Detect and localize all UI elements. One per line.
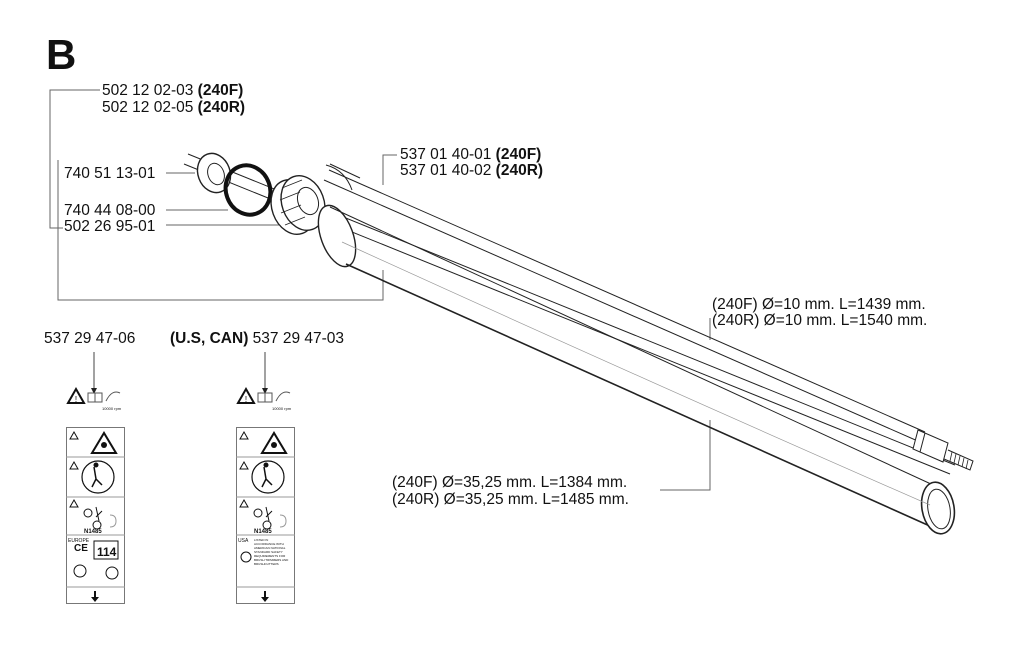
tube-dims-240f: (240F) Ø=35,25 mm. L=1384 mm. bbox=[392, 474, 628, 491]
decal-region: EUROPE bbox=[68, 538, 90, 544]
rpm-text: 10000 rpm bbox=[102, 406, 122, 411]
section-letter: B bbox=[46, 31, 77, 78]
part-number: 502 12 02-03 bbox=[102, 82, 194, 99]
part-number: 537 01 40-01 bbox=[400, 146, 492, 163]
housing-part bbox=[270, 175, 326, 235]
svg-text:!: ! bbox=[75, 395, 77, 404]
shaft-tube bbox=[317, 204, 956, 535]
shaft-dims-240f: (240F) Ø=10 mm. L=1439 mm. bbox=[712, 296, 926, 313]
svg-text:114: 114 bbox=[97, 545, 117, 559]
variant-code: (240R) bbox=[197, 99, 246, 116]
label-bushing-240f: 502 12 02-03 (240F) bbox=[102, 82, 243, 100]
decal-code: N1485 bbox=[254, 529, 272, 535]
rpm-text: 10000 rpm bbox=[272, 406, 292, 411]
leader-tube-dims bbox=[660, 420, 711, 491]
region-code: (U.S, CAN) bbox=[170, 330, 249, 347]
label-bushing-240r: 502 12 02-05 (240R) bbox=[102, 99, 245, 117]
leader-shaft bbox=[382, 154, 397, 185]
decal-body: CE 114 bbox=[66, 427, 125, 604]
variant-code: (240F) bbox=[197, 82, 244, 99]
label-decal-europe: 537 29 47-06 bbox=[44, 330, 136, 347]
decal-header: ! bbox=[66, 386, 121, 404]
label-shaft-240r: 537 01 40-02 (240R) bbox=[400, 162, 543, 180]
decal-standard-text: LISTED IN ACCORDANCE WITH AMERICAN NATIO… bbox=[254, 538, 289, 566]
decal-region: USA bbox=[238, 538, 249, 544]
label-shaft-240f: 537 01 40-01 (240F) bbox=[400, 146, 541, 164]
decal-us-can: ! 10000 rpm N148 bbox=[234, 385, 304, 605]
variant-code: (240R) bbox=[495, 162, 544, 179]
tube-dims-240r: (240R) Ø=35,25 mm. L=1485 mm. bbox=[392, 491, 629, 508]
label-washer: 740 51 13-01 bbox=[64, 165, 156, 182]
decal-header: ! bbox=[236, 386, 291, 404]
part-number: 537 29 47-03 bbox=[252, 330, 345, 347]
washer-part bbox=[196, 152, 232, 194]
label-housing: 502 26 95-01 bbox=[64, 218, 156, 235]
decal-code: N1485 bbox=[84, 529, 102, 535]
svg-text:!: ! bbox=[245, 395, 247, 404]
part-number: 537 01 40-02 bbox=[400, 162, 492, 179]
leader-bushing bbox=[49, 89, 100, 229]
ce-mark: CE bbox=[74, 543, 88, 554]
decal-europe: ! 10000 rpm CE 114 bbox=[64, 385, 134, 605]
o-ring-part bbox=[223, 163, 273, 217]
label-o-ring: 740 44 08-00 bbox=[64, 202, 156, 219]
variant-code: (240F) bbox=[495, 146, 542, 163]
part-number: 502 12 02-05 bbox=[102, 99, 194, 116]
decal-body bbox=[236, 427, 295, 604]
label-decal-us-can: (U.S, CAN) 537 29 47-03 bbox=[170, 330, 344, 348]
leader-bracket bbox=[57, 160, 384, 301]
shaft-dims-240r: (240R) Ø=10 mm. L=1540 mm. bbox=[712, 312, 928, 329]
